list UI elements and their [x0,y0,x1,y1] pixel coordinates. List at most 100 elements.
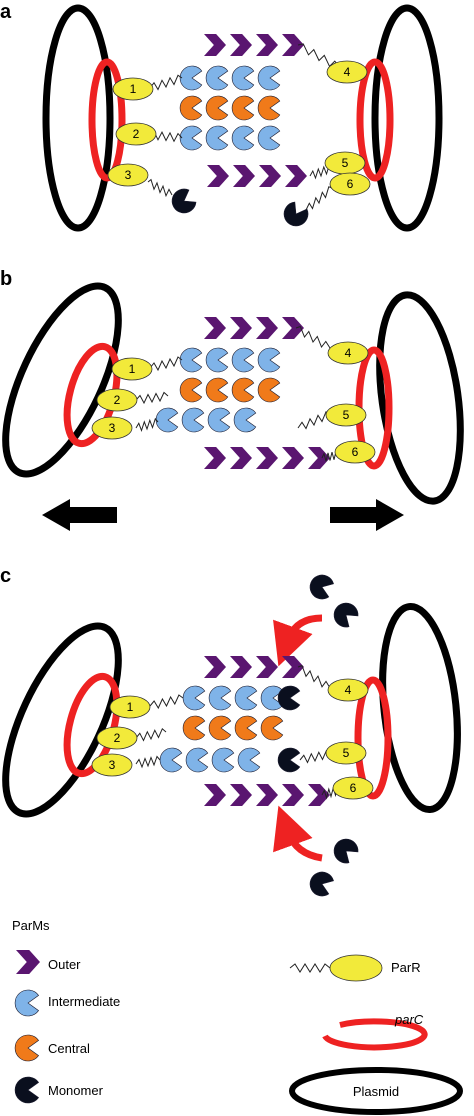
legend-intermediate-icon [14,989,40,1017]
parm-outer-subunit [308,447,330,469]
parm-intermediate-subunit [257,65,281,91]
legend-parr-label: ParR [391,960,421,975]
parr-3 [107,163,149,187]
parm-intermediate-subunit [205,65,229,91]
parm-outer-subunit [230,34,252,56]
parr-3-label: 3 [109,421,116,435]
panel-c: c [0,565,461,862]
parm-monomer [283,201,309,227]
parm-outer-subunit [204,317,226,339]
parr-2-label: 2 [114,393,121,407]
parr-2 [115,122,157,146]
parr-6 [329,172,371,196]
monomer-addition-arrow-top-icon [273,614,323,667]
parr-linker [305,186,333,211]
parm-outer-subunit [282,34,304,56]
parr-2 [96,726,138,750]
parm-outer-subunit [282,656,304,678]
parr-4-label: 4 [344,65,351,79]
panel-b: b [0,268,464,531]
parr-linker [297,664,331,689]
parr-4 [327,678,369,702]
parm-intermediate-subunit [257,125,281,151]
legend-parr-icon [329,954,383,982]
parr-3 [91,753,133,777]
parm-outer-subunit [204,34,226,56]
parm-monomer [171,188,197,214]
parr-5 [325,403,367,427]
legend-outer-icon [16,950,40,974]
parm-intermediate-subunit [237,747,261,773]
plasmid-right [371,4,443,232]
parr-2-label: 2 [114,731,121,745]
parm-outer-subunit [230,317,252,339]
parr-linker [299,749,331,764]
parc-left [88,58,126,182]
parr-3-label: 3 [125,168,132,182]
legend-monomer-icon [14,1076,40,1104]
legend-intermediate-label: Intermediate [48,994,120,1009]
parr-linker [135,417,159,433]
parm-central-subunit [208,715,232,741]
parm-outer-subunit [256,34,278,56]
parr-2-label: 2 [133,127,140,141]
parm-intermediate-subunit [208,685,232,711]
plasmid-right [376,291,464,505]
parr-3-label: 3 [109,758,116,772]
parm-monomer [333,838,359,864]
parm-outer-subunit [256,317,278,339]
parr-5-label: 5 [342,156,349,170]
plasmid-left [42,4,114,232]
legend-plasmid-label: Plasmid [353,1084,399,1099]
parm-central-subunit [182,715,206,741]
parr-linker [149,694,184,710]
parm-outer-subunit [282,784,304,806]
parm-central-subunit [234,715,258,741]
parm-intermediate-subunit [155,407,179,433]
parr-3 [91,416,133,440]
parm-central-subunit [179,95,203,121]
parm-outer-subunit [230,784,252,806]
parm-outer-subunit [204,447,226,469]
parm-monomer [309,871,334,897]
parr-4 [326,60,368,84]
parr-1-label: 1 [129,362,136,376]
parm-intermediate-subunit [185,747,209,773]
legend-parr-linker [289,963,331,973]
parr-1-label: 1 [127,700,134,714]
parm-central-subunit [231,95,255,121]
parm-outer-subunit [308,784,330,806]
parr-linker [135,391,169,405]
parm-outer-subunit [204,784,226,806]
parr-1-label: 1 [130,82,137,96]
parm-intermediate-subunit [159,747,183,773]
parr-linker [149,74,183,91]
parr-5-label: 5 [343,408,350,422]
legend-monomer-label: Monomer [48,1083,104,1098]
parr-linker [135,755,161,769]
parm-intermediate-subunit [260,685,284,711]
parm-outer-subunit [259,165,281,187]
parm-monomer [309,574,334,600]
parr-4-label: 4 [345,346,352,360]
parm-intermediate-subunit [207,407,231,433]
parm-outer-subunit [285,165,307,187]
parm-intermediate-subunit [231,347,255,373]
parr-5 [325,741,367,765]
legend-parc-label: parC [394,1012,424,1027]
parm-outer-subunit [256,784,278,806]
parr-4 [327,341,369,365]
parm-outer-subunit [204,656,226,678]
parm-central-subunit [205,377,229,403]
legend-plasmid-icon [289,1067,463,1115]
panel-b-letter: b [0,268,12,290]
parm-central-subunit [257,95,281,121]
parm-outer-subunit [230,656,252,678]
parr-5-label: 5 [343,746,350,760]
legend: ParMs Outer Intermediate Central Monomer… [12,918,463,1115]
parr-6-label: 6 [352,445,359,459]
parr-6 [334,440,376,464]
parm-central-subunit [179,377,203,403]
parm-intermediate-subunit [231,125,255,151]
parr-6-label: 6 [350,781,357,795]
